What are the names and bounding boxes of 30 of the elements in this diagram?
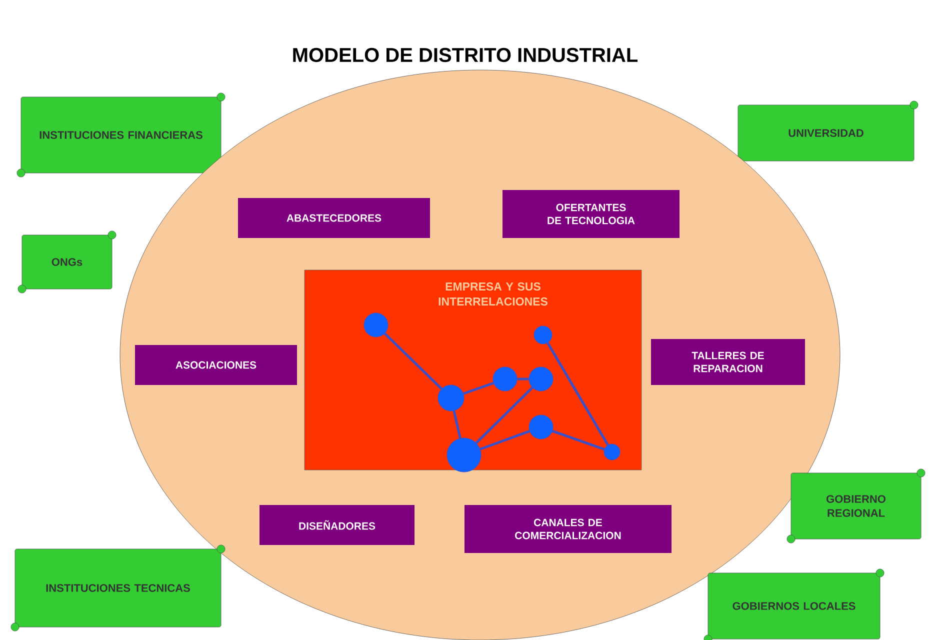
scroll-banner: INSTITUCIONES FINANCIERAS	[16, 92, 226, 178]
network-dot	[438, 384, 464, 412]
network-dot	[364, 312, 388, 338]
scroll-banner: GOBIERNOS LOCALES	[704, 568, 884, 640]
network-dot	[446, 438, 482, 472]
title: MODELO DE DISTRITO INDUSTRIAL	[293, 48, 638, 62]
label-box: DISEÑADORES	[260, 505, 414, 545]
connector-line	[384, 332, 442, 390]
scroll-banner: ONGs	[18, 230, 116, 294]
connector-line	[463, 382, 494, 395]
connector-line	[452, 410, 462, 439]
scroll-banner: UNIVERSIDAD	[734, 100, 918, 166]
label-box: ABASTECEDORES	[238, 198, 430, 238]
network-dot	[492, 366, 518, 392]
network-dot	[534, 326, 552, 344]
label-box: ASOCIACIONES	[135, 345, 297, 385]
network-dot	[528, 366, 554, 392]
network-dot	[528, 414, 554, 440]
scroll-banner: GOBIERNO REGIONAL	[786, 468, 926, 544]
label-box: OFERTANTES DE TECNOLOGIA	[502, 190, 680, 238]
connector-line	[517, 378, 529, 380]
scroll-banner: INSTITUCIONES TECNICAS	[10, 544, 226, 632]
company-box: EMPRESA Y SUS INTERRELACIONES	[304, 270, 642, 470]
connector-line	[546, 342, 609, 446]
label-box: CANALES DE COMERCIALIZACION	[464, 505, 672, 553]
connector-line	[475, 386, 534, 444]
label-box: TALLERES DE REPARACION	[651, 339, 805, 385]
network-dot	[604, 444, 620, 460]
connector-line	[480, 430, 530, 450]
connector-line	[552, 430, 605, 450]
